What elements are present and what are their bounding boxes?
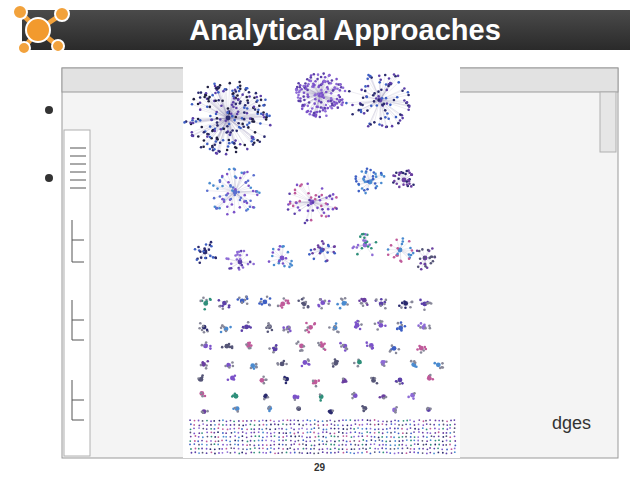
network-illustration xyxy=(183,72,456,454)
slide-title: Analytical Approaches xyxy=(60,11,630,49)
bullet-dots xyxy=(45,106,53,182)
network-dots xyxy=(183,72,456,454)
network-links xyxy=(185,74,443,414)
title-bar xyxy=(22,10,630,50)
logo-icon xyxy=(13,5,69,54)
page-number: 29 xyxy=(314,462,325,473)
network-image-ground xyxy=(183,62,460,458)
text-fragment: dges xyxy=(552,413,591,434)
